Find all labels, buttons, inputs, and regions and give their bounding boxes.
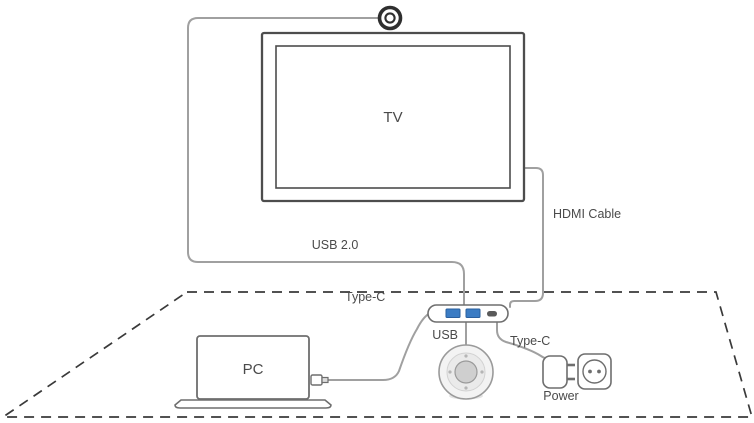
power-adapter-body (542, 355, 568, 389)
tv-screen (275, 45, 511, 189)
pc-type-c-cable (327, 312, 431, 381)
hdmi-cable-label: HDMI Cable (553, 207, 621, 221)
speakerphone-button-dot (448, 370, 452, 374)
wall-outlet (577, 353, 612, 390)
usb-plug-tip (321, 376, 329, 384)
speakerphone-button-dot (480, 370, 484, 374)
speakerphone-button-dot (464, 386, 468, 390)
table-surface-outline (0, 291, 754, 418)
camera (377, 5, 403, 31)
type-c-right-label: Type-C (510, 334, 550, 348)
tv: TV (260, 31, 526, 203)
usb-hub (427, 304, 509, 323)
hub-type-c-port (487, 311, 497, 317)
pc-label: PC (243, 361, 264, 378)
usb-label: USB (432, 328, 458, 342)
power-adapter (542, 355, 575, 389)
type-c-left-label: Type-C (345, 290, 385, 304)
usb-plug-icon (310, 374, 329, 386)
wall-outlet-socket (582, 359, 607, 384)
wall-outlet-hole (588, 369, 592, 374)
usb-plug-body (310, 374, 323, 386)
camera-lens-icon (384, 12, 396, 24)
hub-usb-port-1 (445, 308, 461, 318)
speakerphone-button-dot (464, 354, 468, 358)
speakerphone-speaker (454, 360, 478, 384)
hdmi-cable (509, 167, 544, 308)
tv-label: TV (383, 109, 402, 126)
speakerphone (438, 344, 494, 400)
power-label: Power (543, 389, 578, 403)
laptop-base (174, 399, 332, 409)
pc-laptop: PC (174, 335, 332, 409)
hub-usb-port-2 (465, 308, 481, 318)
laptop-screen (196, 335, 310, 400)
usb-2-0-cable (187, 17, 465, 307)
wall-outlet-hole (597, 369, 601, 374)
usb-2-0-label: USB 2.0 (312, 238, 359, 252)
